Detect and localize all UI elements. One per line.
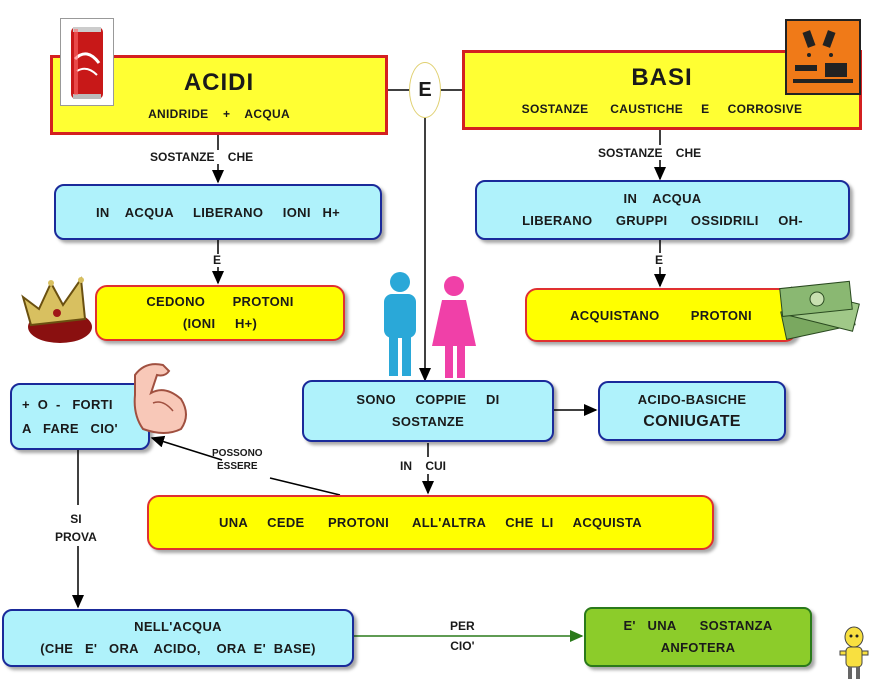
coniugate-line2: CONIUGATE: [643, 412, 741, 430]
coniugate-box: ACIDO-BASICHE CONIUGATE: [598, 381, 786, 441]
nell-acqua-text: NELL'ACQUA (CHE E' ORA ACIDO, ORA E' BAS…: [40, 619, 316, 656]
money-stack-icon: [775, 275, 863, 347]
man-woman-icon: [376, 270, 488, 380]
una-cede-box: UNA CEDE PROTONI ALL'ALTRA CHE LI ACQUIS…: [147, 495, 714, 550]
crown-icon: [15, 275, 95, 347]
label-possono-essere: POSSONO ESSERE: [212, 448, 263, 472]
acidi-subtitle: ANIDRIDE + ACQUA: [148, 107, 290, 121]
acquistano-box: ACQUISTANO PROTONI: [525, 288, 797, 342]
forti-box: + O - FORTI A FARE CIO': [10, 383, 150, 450]
label-basi-sostanze-che: SOSTANZE CHE: [598, 146, 702, 160]
label-si-prova: SI PROVA: [55, 512, 97, 544]
label-acidi-sostanze-che: SOSTANZE CHE: [150, 150, 254, 164]
label-per-cio: PER CIO': [450, 619, 475, 653]
flexed-arm-icon: [125, 355, 197, 440]
acidi-title: ACIDI: [183, 69, 255, 96]
acquistano-text: ACQUISTANO PROTONI: [570, 307, 752, 323]
coniugate-line1: ACIDO-BASICHE: [637, 391, 747, 407]
anfotera-box: E' UNA SOSTANZA ANFOTERA: [584, 607, 812, 667]
anfotera-text: E' UNA SOSTANZA ANFOTERA: [623, 618, 773, 655]
cedono-text: CEDONO PROTONI (IONI H+): [146, 294, 294, 331]
acidi-in-acqua-box: IN ACQUA LIBERANO IONI H+: [54, 184, 382, 240]
connector-e-label: E: [418, 78, 432, 101]
basi-in-acqua-text: IN ACQUA LIBERANO GRUPPI OSSIDRILI OH-: [522, 191, 803, 228]
basi-subtitle: SOSTANZE CAUSTICHE E CORROSIVE: [521, 102, 803, 116]
una-cede-text: UNA CEDE PROTONI ALL'ALTRA CHE LI ACQUIS…: [219, 515, 642, 530]
acidi-in-acqua-text: IN ACQUA LIBERANO IONI H+: [95, 204, 341, 220]
corrosive-hazard-icon: [785, 19, 861, 95]
basi-title: BASI: [631, 64, 693, 91]
cedono-box: CEDONO PROTONI (IONI H+): [95, 285, 345, 341]
cartoon-character-icon: [838, 625, 870, 683]
connector-e: E: [409, 62, 441, 118]
nell-acqua-box: NELL'ACQUA (CHE E' ORA ACIDO, ORA E' BAS…: [2, 609, 354, 667]
coppie-text: SONO COPPIE DI SOSTANZE: [356, 392, 500, 429]
coppie-box: SONO COPPIE DI SOSTANZE: [302, 380, 554, 442]
soda-can-icon: [60, 18, 114, 106]
forti-text: + O - FORTI A FARE CIO': [22, 396, 118, 436]
basi-in-acqua-box: IN ACQUA LIBERANO GRUPPI OSSIDRILI OH-: [475, 180, 850, 240]
label-acidi-e: E: [213, 253, 222, 267]
label-in-cui: IN CUI: [400, 459, 447, 473]
label-basi-e: E: [655, 253, 664, 267]
